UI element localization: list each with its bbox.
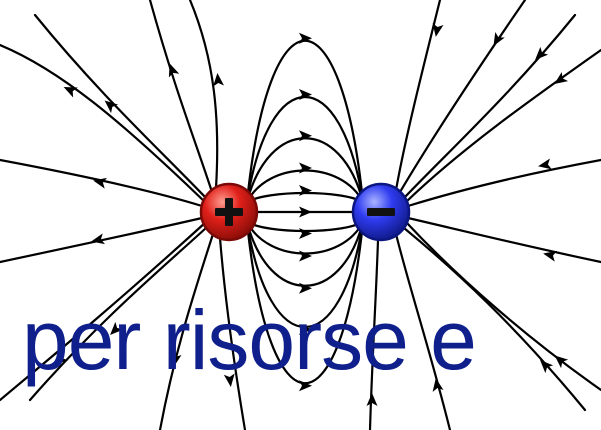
field-line-inward	[398, 0, 527, 194]
field-arrow	[213, 73, 225, 87]
field-arrow	[299, 89, 312, 100]
field-line-outward	[188, 0, 219, 190]
field-arrows	[54, 23, 569, 406]
field-line-outward	[0, 216, 204, 264]
field-arrow	[535, 46, 549, 60]
field-arrow	[299, 185, 312, 196]
field-line-inward	[394, 0, 442, 192]
field-line-inward	[406, 216, 601, 264]
field-arrow	[299, 32, 312, 44]
field-arrow	[493, 32, 505, 47]
field-arrow	[63, 87, 78, 98]
field-arrow	[170, 353, 182, 367]
field-arrow	[554, 355, 569, 369]
field-arrow	[223, 373, 235, 387]
field-line-inward	[404, 48, 601, 204]
positive-charge: +	[199, 182, 259, 242]
field-line-outward	[28, 226, 208, 402]
field-line-outward	[218, 236, 247, 430]
field-line-outward	[0, 220, 208, 402]
field-line-inward	[404, 220, 601, 392]
field-arrow	[54, 351, 69, 365]
field-line-inward	[406, 158, 601, 208]
field-line-upper	[245, 39, 365, 204]
field-arrow	[540, 360, 554, 374]
field-arrow	[299, 228, 312, 239]
field-arrow	[432, 378, 444, 392]
field-arrow	[110, 321, 124, 335]
field-arrow	[299, 282, 312, 294]
negative-charge: −	[351, 182, 411, 242]
field-arrow	[432, 23, 444, 37]
field-line-inward	[368, 238, 380, 430]
field-line-inward	[394, 232, 452, 430]
field-line-lower	[245, 220, 365, 233]
field-arrow	[554, 72, 569, 85]
field-arrow	[93, 177, 108, 189]
field-arrow	[168, 63, 180, 78]
field-arrow	[299, 162, 312, 174]
field-line-outward	[148, 0, 214, 194]
field-arrow	[543, 250, 558, 262]
field-arrow	[104, 100, 119, 114]
field-arrow	[366, 393, 378, 406]
field-line-outward	[158, 232, 215, 430]
field-arrow	[299, 380, 312, 392]
field-line-upper	[245, 191, 365, 204]
field-arrow	[299, 324, 312, 335]
field-line-inward	[402, 226, 587, 412]
field-arrow	[91, 233, 106, 245]
field-arrow	[538, 158, 552, 170]
field-line-inward	[402, 13, 577, 200]
field-arrow	[299, 206, 312, 218]
field-line-upper	[245, 96, 365, 204]
field-line-outward	[33, 13, 208, 200]
field-arrow	[299, 250, 312, 262]
field-line-outward	[0, 158, 204, 208]
field-line-outward	[0, 43, 208, 205]
overlay-text: per risorse e	[22, 293, 477, 387]
field-arrow	[299, 130, 312, 142]
